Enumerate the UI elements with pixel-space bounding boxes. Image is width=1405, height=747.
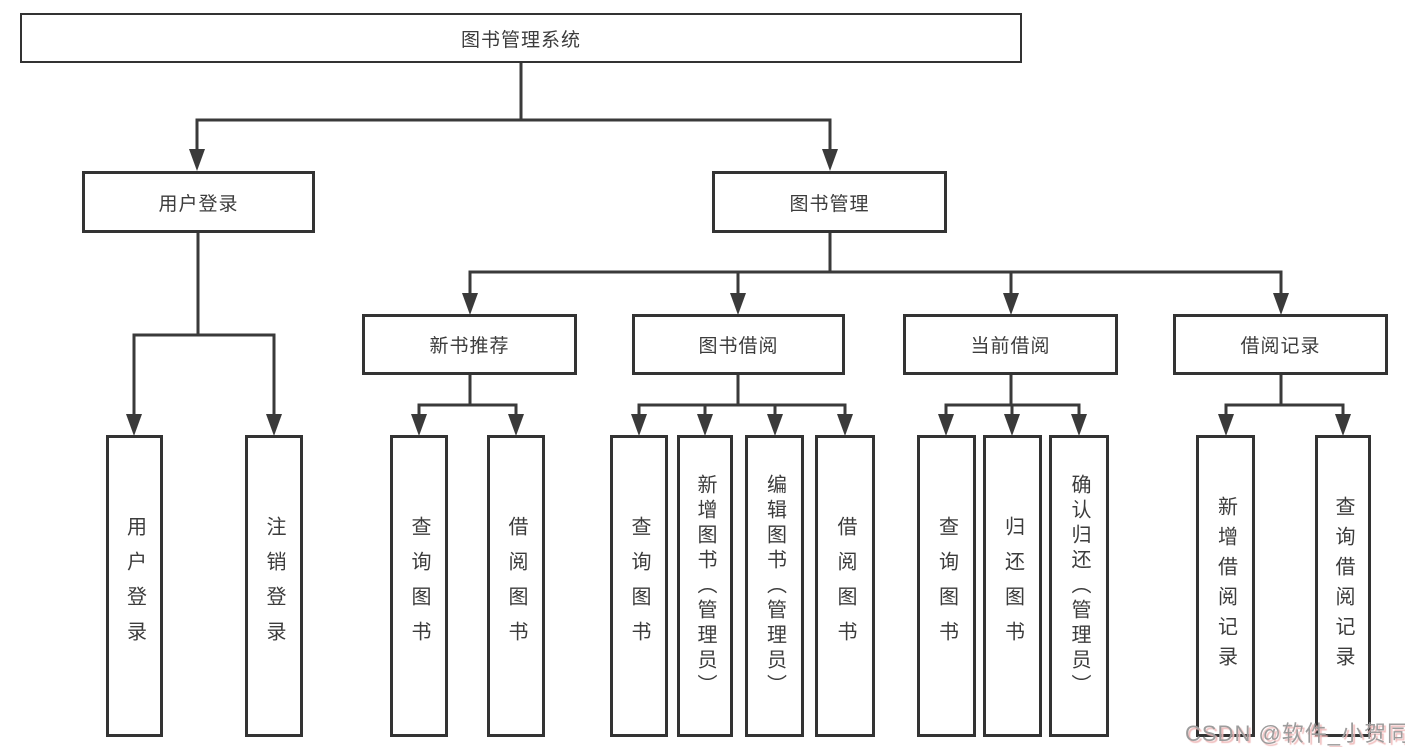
node-label: 借阅图书	[505, 516, 527, 656]
node-label: 查询借阅记录	[1332, 496, 1354, 676]
csdn-watermark: CSDN @软件_小贺同学	[1185, 721, 1405, 746]
node-book-management: 图书管理	[712, 171, 947, 233]
leaf-edit-book-admin: 编辑图书（管理员）	[745, 435, 804, 737]
node-label: 用户登录	[158, 193, 239, 215]
node-label: 图书借阅	[698, 336, 779, 357]
leaf-query-book-3: 查询图书	[917, 435, 976, 737]
node-label: 归还图书	[1001, 516, 1024, 656]
leaf-return-book: 归还图书	[983, 435, 1042, 737]
leaf-borrow-book-1: 借阅图书	[487, 435, 545, 737]
leaf-add-book-admin: 新增图书（管理员）	[677, 435, 733, 737]
node-borrow-record: 借阅记录	[1173, 314, 1388, 375]
leaf-user-login: 用户登录	[106, 435, 163, 737]
connector-userlogin-bus	[132, 333, 276, 415]
node-new-book-recommend: 新书推荐	[362, 314, 577, 375]
connector-bookmgmt-bus	[468, 270, 1283, 294]
leaf-add-borrow-record: 新增借阅记录	[1196, 435, 1255, 737]
node-current-borrow: 当前借阅	[903, 314, 1118, 375]
leaf-logout: 注销登录	[245, 435, 303, 737]
connector-newbook-bus	[417, 403, 518, 415]
node-label: 新增图书（管理员）	[694, 473, 716, 699]
node-label: 用户登录	[123, 516, 146, 656]
node-book-borrow: 图书借阅	[632, 314, 845, 375]
leaf-query-book-2: 查询图书	[610, 435, 668, 737]
connector-borrowrecord-bus	[1224, 403, 1345, 415]
node-label: 新增借阅记录	[1214, 496, 1237, 676]
node-label: 编辑图书（管理员）	[763, 473, 786, 699]
arrowheads	[126, 149, 1351, 436]
node-label: 借阅图书	[834, 516, 856, 656]
leaf-borrow-book-2: 借阅图书	[815, 435, 875, 737]
node-label: 查询图书	[628, 516, 650, 656]
node-library-management-system: 图书管理系统	[20, 13, 1022, 63]
node-user-login: 用户登录	[82, 171, 315, 233]
node-label: 注销登录	[263, 516, 285, 656]
leaf-query-book-1: 查询图书	[390, 435, 448, 737]
leaf-confirm-return-admin: 确认归还（管理员）	[1049, 435, 1109, 737]
node-label: 查询图书	[408, 516, 430, 656]
connector-root-bus	[195, 118, 832, 150]
leaf-query-borrow-record: 查询借阅记录	[1315, 435, 1371, 737]
node-label: 借阅记录	[1240, 336, 1321, 357]
node-label: 确认归还（管理员）	[1068, 473, 1090, 699]
node-label: 图书管理	[789, 193, 870, 215]
node-label: 查询图书	[935, 516, 958, 656]
connector-bookborrow-bus	[637, 403, 847, 415]
node-label: 图书管理系统	[460, 29, 581, 51]
node-label: 当前借阅	[970, 336, 1051, 357]
node-label: 新书推荐	[429, 336, 510, 357]
